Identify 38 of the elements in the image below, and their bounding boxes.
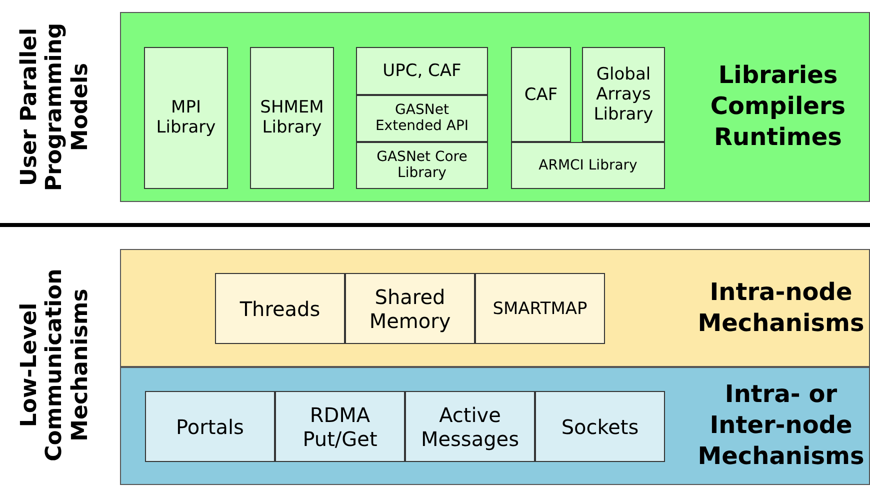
component-label: SHMEM Library [259, 98, 325, 138]
layer-band [120, 249, 870, 367]
component-label: Portals [175, 414, 245, 438]
component-label: ARMCI Library [538, 157, 638, 174]
component-label: Active Messages [420, 402, 520, 450]
component-box [345, 273, 475, 344]
component-box [511, 142, 665, 189]
component-label: GASNet Extended API [374, 102, 470, 136]
component-box [535, 391, 665, 462]
component-label: GASNet Core Library [376, 148, 468, 182]
component-box [405, 391, 535, 462]
component-label: MPI Library [155, 98, 217, 138]
component-label: SMARTMAP [492, 298, 588, 319]
component-label: CAF [523, 84, 559, 105]
component-box [275, 391, 405, 462]
component-label: Sockets [560, 414, 640, 438]
component-label: RDMA Put/Get [302, 402, 378, 450]
component-box [475, 273, 605, 344]
component-box [356, 95, 488, 142]
component-box [144, 47, 228, 189]
component-label: Global Arrays Library [592, 64, 654, 126]
component-box [145, 391, 275, 462]
component-box [250, 47, 334, 189]
section-label: User Parallel Programming Models [17, 22, 93, 194]
section-label: Low-Level Communication Mechanisms [17, 268, 93, 464]
layer-title: Intra-node Mechanisms [696, 276, 866, 339]
component-label: UPC, CAF [382, 60, 462, 82]
layer-title: Intra- or Inter-node Mechanisms [696, 379, 866, 473]
component-box [582, 47, 665, 142]
component-box [356, 142, 488, 189]
component-box [356, 47, 488, 95]
layer-band [120, 367, 870, 485]
layer-band [120, 12, 870, 202]
layer-title: Libraries Compilers Runtimes [709, 60, 847, 154]
component-label: Threads [238, 296, 322, 320]
component-label: Shared Memory [368, 284, 452, 332]
component-box [511, 47, 571, 142]
component-box [215, 273, 345, 344]
